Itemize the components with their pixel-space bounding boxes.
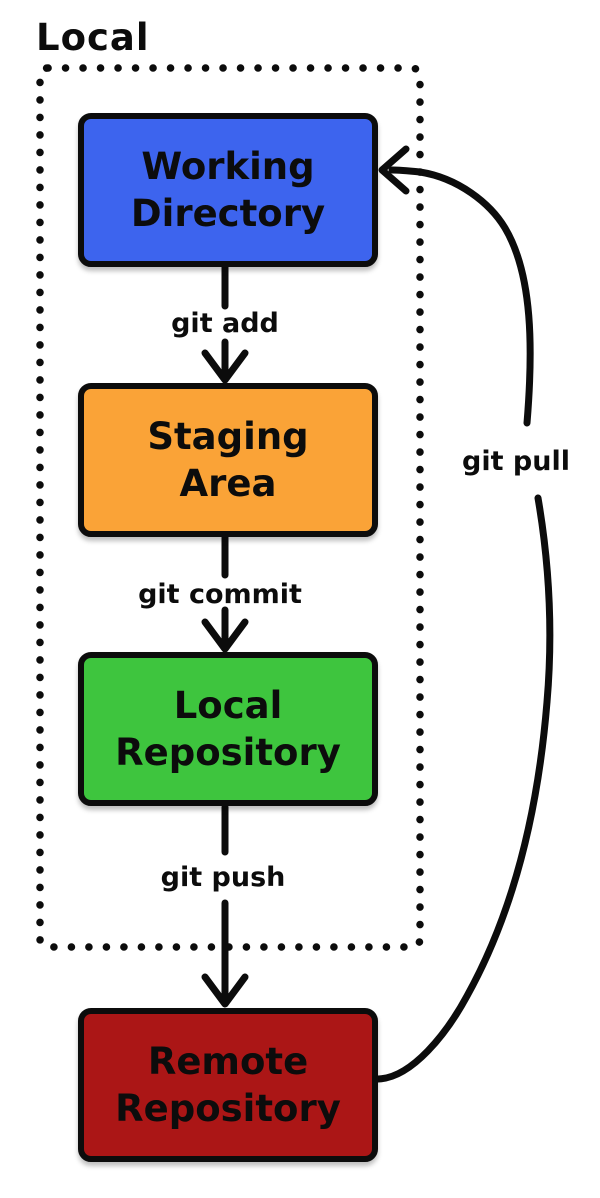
local-repository-node: Local Repository [78, 652, 378, 806]
git-commit-arrow [201, 533, 249, 653]
staging-area-node: Staging Area [78, 383, 378, 537]
local-boundary-dotted-border [36, 64, 424, 951]
local-repository-label-line2: Repository [115, 731, 341, 774]
git-add-arrow [201, 263, 249, 384]
git-pull-arrowhead [378, 145, 410, 195]
working-directory-label-line1: Working [141, 145, 315, 188]
git-commit-arrowhead [201, 618, 249, 653]
git-pull-edge-label: git pull [462, 446, 570, 477]
staging-area-label-line1: Staging [147, 415, 309, 458]
git-pull-curve-lower [374, 494, 554, 1083]
git-pull-curve-upper [388, 166, 534, 427]
remote-repository-node: Remote Repository [78, 1008, 378, 1162]
local-repository-label-line1: Local [173, 684, 283, 727]
remote-repository-label-line1: Remote [147, 1040, 309, 1083]
working-directory-node: Working Directory [78, 113, 378, 267]
git-push-arrowhead [201, 973, 249, 1008]
git-push-arrow [201, 803, 249, 1008]
staging-area-label-line2: Area [179, 462, 277, 505]
remote-repository-label-line2: Repository [115, 1087, 341, 1130]
working-directory-label-line2: Directory [130, 192, 326, 235]
git-commit-edge-label: git commit [138, 579, 302, 610]
git-pull-arrow [374, 145, 554, 1083]
git-add-arrowhead [201, 349, 249, 384]
git-push-edge-label: git push [160, 862, 286, 893]
git-add-edge-label: git add [171, 308, 279, 339]
local-group-title: Local [36, 16, 150, 59]
